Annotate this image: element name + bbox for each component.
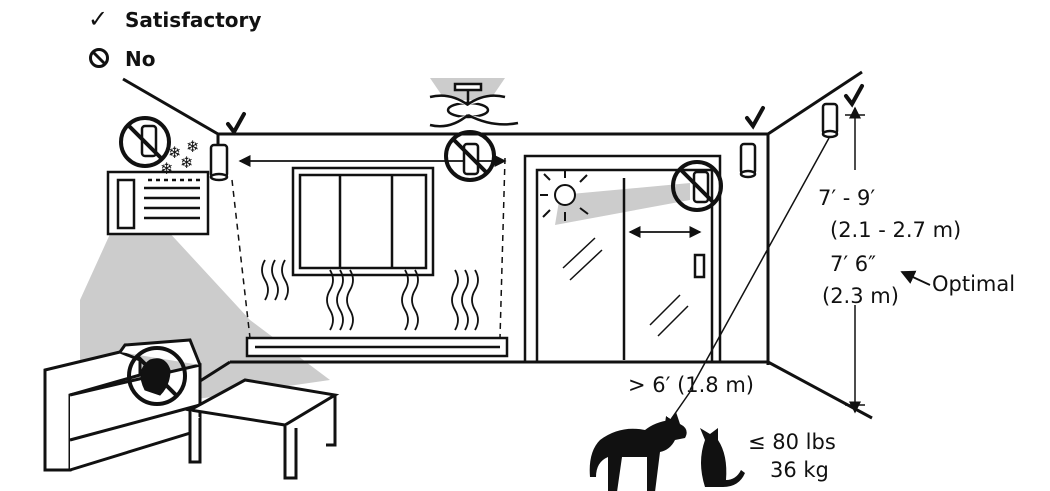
cat-icon — [700, 428, 745, 487]
prohibited-fan-sensor — [444, 130, 496, 182]
optimal-metric-label: (2.3 m) — [822, 284, 899, 308]
checkmark-icon: ✓ — [88, 5, 109, 33]
legend-satisfactory-label: Satisfactory — [124, 8, 262, 32]
heater-zone-lines — [231, 157, 506, 339]
prohibited-sun-sensor — [671, 160, 723, 212]
svg-text:❄: ❄ — [186, 137, 199, 156]
pet-weight-kg-label: 36 kg — [770, 458, 829, 482]
optimal-label: Optimal — [932, 272, 1016, 296]
baseboard-heater — [245, 336, 509, 358]
legend-no-label: No — [124, 47, 156, 71]
sliding-door — [523, 154, 722, 364]
heat-waves — [261, 259, 479, 331]
pet-weight-lbs-label: ≤ 80 lbs — [748, 430, 836, 454]
svg-text:❄: ❄ — [180, 153, 193, 172]
couch — [43, 338, 202, 472]
legend-satisfactory: ✓ Satisfactory — [88, 5, 261, 33]
snowflake-icons: ❄ ❄ ❄ ❄ — [160, 137, 199, 178]
legend-no: No — [88, 44, 155, 72]
dog-icon — [589, 412, 687, 491]
range-imperial-label: 7′ - 9′ — [818, 186, 876, 210]
prohibited-cat-on-couch — [127, 346, 187, 406]
sensor-ok-right — [739, 142, 757, 179]
sun-icon — [540, 170, 589, 221]
prohibited-icon — [88, 44, 118, 72]
prohibited-ac-sensor — [119, 116, 171, 168]
ceiling-fan — [429, 82, 519, 128]
height-bracket — [845, 106, 865, 414]
table — [185, 378, 340, 480]
svg-text:❄: ❄ — [160, 159, 173, 178]
sensor-ok-corner — [821, 102, 839, 139]
window — [291, 166, 435, 277]
optimal-imperial-label: 7′ 6″ — [830, 252, 877, 276]
optimal-arrow — [900, 270, 931, 286]
range-metric-label: (2.1 - 2.7 m) — [830, 218, 962, 242]
sun-sensor-zone — [555, 183, 690, 225]
check-icons — [226, 84, 864, 136]
air-conditioner — [106, 170, 210, 236]
svg-text:❄: ❄ — [168, 143, 181, 162]
distance-label: > 6′ (1.8 m) — [628, 373, 754, 397]
sensor-ok-left — [209, 143, 229, 182]
